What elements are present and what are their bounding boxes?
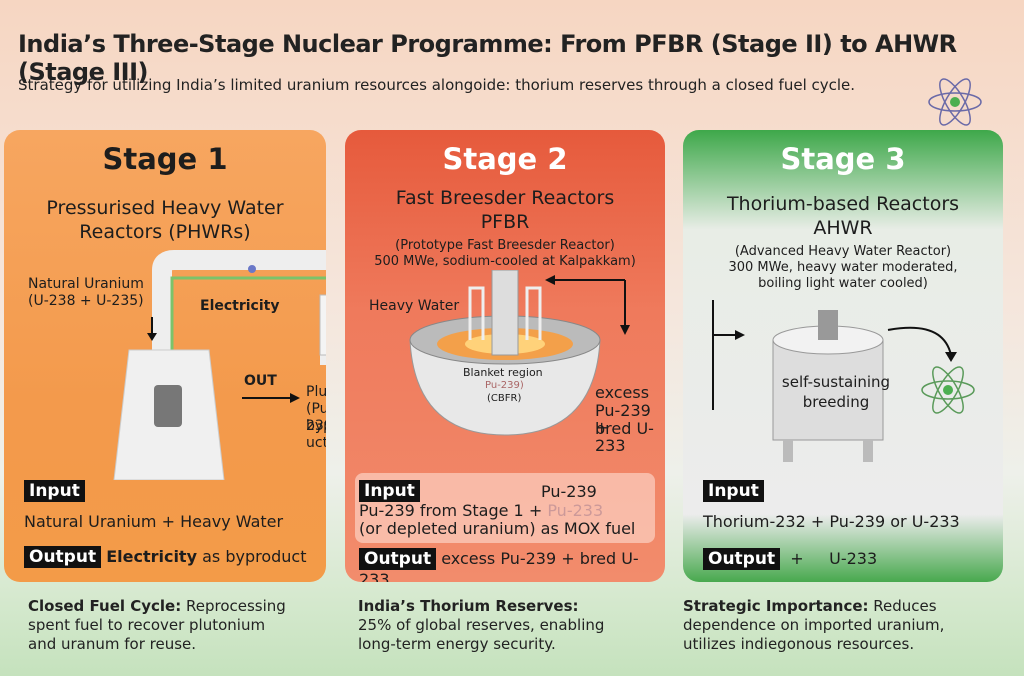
excess-label-2: Pu-239 +: [595, 401, 651, 437]
ahwr-reactor-illustration: [712, 300, 975, 462]
stage-2-input: Pu-239 from Stage 1 +: [359, 501, 543, 520]
input-tag: Input: [703, 480, 764, 502]
fuel-label: Natural Uranium: [28, 276, 144, 292]
cooling-tower-icon: [319, 294, 326, 356]
excess-label-3: bred U-233: [595, 419, 654, 455]
pfbr-reactor-illustration: [409, 270, 630, 436]
page-title: India’s Three-Stage Nuclear Programme: F…: [18, 30, 957, 86]
output-tag: Output: [24, 546, 102, 568]
stage-detail-3: boiling light water cooled): [758, 276, 928, 291]
stage-heading: Fast Breesder Reactors: [395, 187, 615, 209]
page-subtitle: Strategy for utilizing India’s limited u…: [18, 76, 856, 94]
byproduct-detail: (Pu-239): [306, 401, 326, 434]
stage-2-panel: Stage 2 Fast Breesder Reactors PFBR (Pro…: [345, 130, 665, 582]
stage-detail-2: 300 MWe, heavy water moderated,: [728, 260, 958, 275]
breeding-label-2: breeding: [802, 393, 870, 411]
out-label: OUT: [244, 373, 277, 389]
blanket-detail-2: (CBFR): [487, 393, 522, 404]
stage-heading: Pressurised Heavy Water Reactors (PHWRs): [46, 197, 284, 243]
stage-heading: Thorium-based Reactors: [726, 193, 960, 215]
fuel-detail: (U-238 + U-235): [28, 293, 144, 309]
stage-3-output: + U-233: [790, 549, 878, 568]
electricity-label: Electricity: [200, 298, 280, 314]
atom-icon: [921, 366, 975, 414]
stage-2-input-2: (or depleted uranium) as MOX fuel: [359, 519, 636, 538]
heavy-water-label: Heavy Water: [369, 298, 460, 314]
arrow-right-icon: [242, 393, 300, 403]
output-tag: Output: [359, 548, 437, 570]
stage-3-panel: Stage 3 Thorium-based Reactors AHWR (Adv…: [683, 130, 1003, 582]
output-tag: Output: [703, 548, 781, 570]
stage-title: Stage 3: [780, 142, 906, 176]
stage-detail: (Advanced Heavy Water Reactor): [734, 244, 952, 259]
stage-detail: (Prototype Fast Breesder Reactor): [395, 238, 615, 253]
stage-3-input: Thorium-232 + Pu-239 or U-233: [703, 512, 960, 531]
stage-title: Stage 2: [442, 142, 568, 176]
breeding-label: self-sustaining: [781, 373, 891, 391]
stage-2-output: excess Pu-239 + bred U-233: [359, 549, 639, 582]
output-bold: Electricity: [106, 547, 198, 566]
blanket-detail: Pu-239): [485, 380, 524, 391]
byproduct-detail-2: byprop­uct: [306, 418, 326, 451]
input-tag: Input: [359, 480, 420, 502]
stage-heading-2: PFBR: [480, 211, 530, 233]
input-tag: Input: [24, 480, 85, 502]
stage-detail-2: 500 MWe, sodium-cooled at Kalpakkam): [374, 254, 636, 269]
stage-heading-2: AHWR: [813, 217, 873, 239]
byproduct-label: Plutonium-239: [306, 384, 326, 400]
stage-1-input: Natural Uranium + Heavy Water: [24, 512, 284, 531]
input-top: Pu-239: [541, 482, 597, 501]
phwr-reactor-illustration: [113, 250, 326, 480]
emblem-icon: [154, 385, 182, 427]
stage-title: Stage 1: [102, 142, 228, 176]
stage-2-input-b: Pu-233: [547, 501, 604, 520]
stage-1-panel: Stage 1 Pressurised Heavy Water Reactors…: [4, 130, 326, 582]
stage-1-output: as byproduct: [202, 547, 307, 566]
note-thorium-reserves: India’s Thorium Reserves:25% of global r…: [358, 597, 605, 653]
excess-label: excess: [595, 383, 650, 402]
atom-icon: [928, 78, 982, 126]
blanket-label: Blanket region: [463, 366, 543, 379]
